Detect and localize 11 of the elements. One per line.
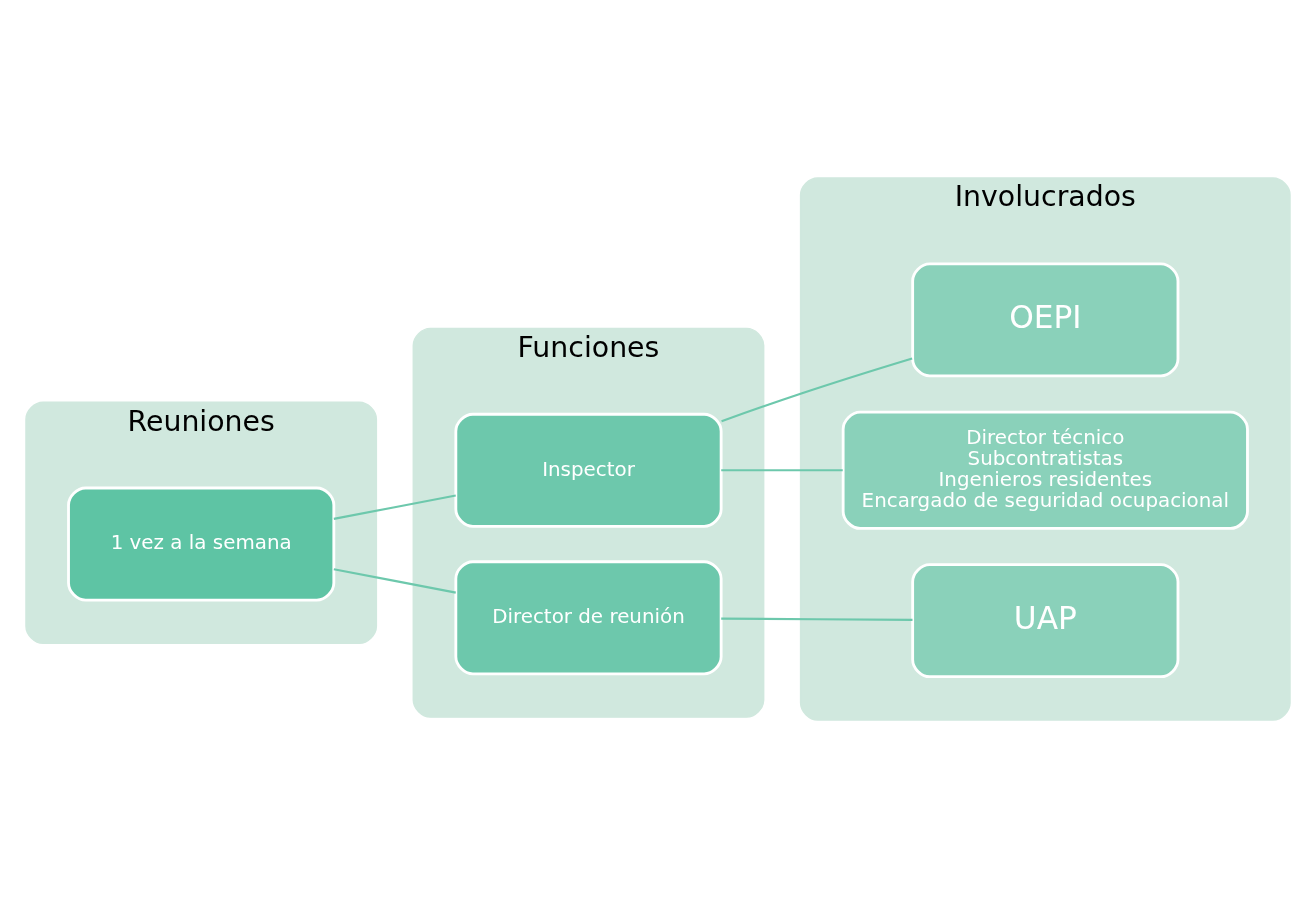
- node-box: OEPI: [911, 261, 1180, 377]
- node-box: Director técnico Subcontratistas Ingenieros residentes Encargado de seguridad ocupacional: [841, 410, 1249, 530]
- connector: [721, 617, 913, 621]
- node-box: Director de reunión: [454, 559, 723, 675]
- node-box: UAP: [911, 562, 1180, 678]
- node-box: Inspector: [454, 412, 723, 528]
- connector: [333, 493, 456, 520]
- node-box: 1 vez a la semana: [67, 486, 336, 601]
- connector: [721, 356, 913, 422]
- connector: [721, 468, 843, 471]
- connector: [333, 567, 456, 594]
